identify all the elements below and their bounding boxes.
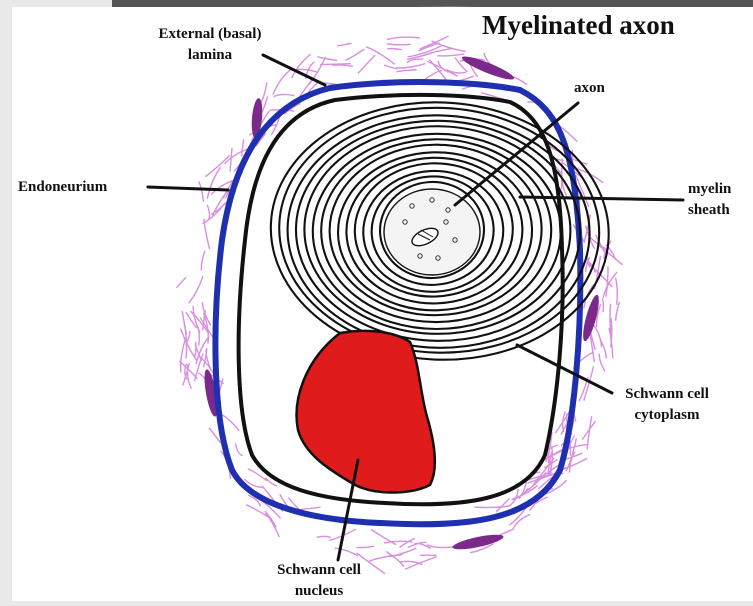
- label-axon: axon: [574, 78, 605, 99]
- endoneurium-fiber: [551, 461, 552, 476]
- label-external-lamina-line2: lamina: [136, 45, 284, 66]
- label-schwann-nucleus: Schwann cell nucleus: [260, 560, 378, 602]
- label-schwann-cytoplasm-line1: Schwann cell: [608, 384, 726, 405]
- label-schwann-cytoplasm: Schwann cell cytoplasm: [608, 384, 726, 426]
- label-external-lamina-line1: External (basal): [136, 24, 284, 45]
- label-schwann-nucleus-line2: nucleus: [260, 581, 378, 602]
- label-myelin-sheath-line1: myelin: [688, 179, 731, 200]
- label-schwann-nucleus-line1: Schwann cell: [260, 560, 378, 581]
- label-myelin-sheath-line2: sheath: [688, 200, 731, 221]
- diagram-title: Myelinated axon: [482, 10, 675, 41]
- axon: [384, 189, 480, 275]
- label-schwann-cytoplasm-line2: cytoplasm: [608, 405, 726, 426]
- label-endoneurium: Endoneurium: [18, 177, 107, 198]
- label-external-lamina: External (basal) lamina: [136, 24, 284, 66]
- label-myelin-sheath: myelin sheath: [688, 179, 731, 221]
